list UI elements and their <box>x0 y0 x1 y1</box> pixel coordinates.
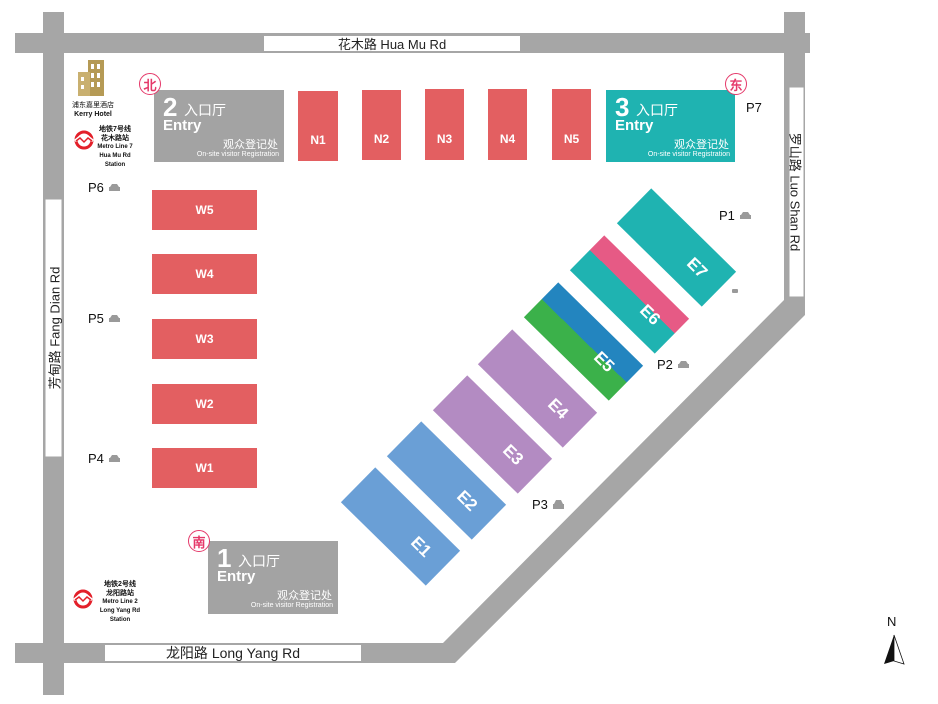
registration-en: On-site visitor Registration <box>250 602 333 609</box>
hall-n5[interactable]: N5 <box>552 89 591 160</box>
car-icon <box>108 315 120 322</box>
car-icon <box>552 500 564 509</box>
metro-south-en2: Long Yang Rd Station <box>99 608 141 623</box>
registration-zh: 观众登记处 <box>223 139 278 151</box>
direction-badge-east: 东 <box>725 73 747 95</box>
entry-3[interactable]: 3 入口厅 Entry 观众登记处 On-site visitor Regist… <box>606 90 735 162</box>
parking-p1[interactable]: P1 <box>719 208 752 223</box>
hall-n3[interactable]: N3 <box>425 89 464 160</box>
entry-zh: 入口厅 <box>238 553 280 569</box>
parking-label: P1 <box>719 208 735 223</box>
parking-label: P5 <box>88 311 104 326</box>
parking-label: P2 <box>657 357 673 372</box>
metro-south-en1: Metro Line 2 <box>102 599 138 605</box>
direction-badge-north: 北 <box>139 73 161 95</box>
metro-icon <box>74 130 94 150</box>
registration-zh: 观众登记处 <box>674 139 729 151</box>
entry-zh: 入口厅 <box>636 102 678 118</box>
entry-zh: 入口厅 <box>184 102 226 118</box>
registration-en: On-site visitor Registration <box>647 151 730 158</box>
metro-north-label: 地铁7号线 花木路站 Metro Line 7 Hua Mu Rd Statio… <box>90 125 140 170</box>
entry-2[interactable]: 2 入口厅 Entry 观众登记处 On-site visitor Regist… <box>154 90 284 162</box>
metro-north-zh2: 花木路站 <box>101 135 129 142</box>
car-icon <box>677 361 689 368</box>
hall-n4[interactable]: N4 <box>488 89 527 160</box>
hall-w1[interactable]: W1 <box>152 448 257 488</box>
hotel-name-en: Kerry Hotel <box>74 111 112 118</box>
parking-p5[interactable]: P5 <box>88 311 121 326</box>
road-label-north: 花木路 Hua Mu Rd <box>264 36 520 52</box>
parking-label: P6 <box>88 180 104 195</box>
north-arrow-icon <box>884 634 905 665</box>
road-label-east: 罗山路 Luo Shan Rd <box>788 87 804 297</box>
hall-w3[interactable]: W3 <box>152 319 257 359</box>
parking-p2[interactable]: P2 <box>657 357 690 372</box>
entry-number: 3 <box>615 92 630 122</box>
metro-south-label: 地铁2号线 龙阳路站 Metro Line 2 Long Yang Rd Sta… <box>90 580 150 625</box>
hall-n1[interactable]: N1 <box>298 91 338 161</box>
hall-w5[interactable]: W5 <box>152 190 257 230</box>
metro-south-zh1: 地铁2号线 <box>104 581 136 588</box>
entry-1[interactable]: 1 入口厅 Entry 观众登记处 On-site visitor Regist… <box>208 541 338 614</box>
parking-label: P7 <box>746 100 762 115</box>
metro-south-zh2: 龙阳路站 <box>106 590 134 597</box>
hall-w2[interactable]: W2 <box>152 384 257 424</box>
parking-label: P3 <box>532 497 548 512</box>
parking-p6[interactable]: P6 <box>88 180 121 195</box>
parking-p3[interactable]: P3 <box>532 497 565 512</box>
entry-en: Entry <box>163 117 202 134</box>
direction-badge-south: 南 <box>188 530 210 552</box>
metro-north-zh1: 地铁7号线 <box>99 126 131 133</box>
entry-en: Entry <box>615 117 654 134</box>
metro-north-en2: Hua Mu Rd Station <box>99 153 131 168</box>
car-icon <box>732 289 738 293</box>
registration-en: On-site visitor Registration <box>196 151 279 158</box>
entry-en: Entry <box>217 568 256 585</box>
road-label-south: 龙阳路 Long Yang Rd <box>105 645 361 661</box>
hall-w4[interactable]: W4 <box>152 254 257 294</box>
hotel-name-zh: 浦东嘉里酒店 <box>72 102 114 109</box>
metro-north-en1: Metro Line 7 <box>97 144 133 150</box>
car-icon <box>108 184 120 191</box>
parking-label: P4 <box>88 451 104 466</box>
hall-n2[interactable]: N2 <box>362 90 401 160</box>
entry-number: 1 <box>217 543 232 573</box>
parking-p4[interactable]: P4 <box>88 451 121 466</box>
car-icon <box>108 455 120 462</box>
car-icon <box>739 212 751 219</box>
road-label-west: 芳甸路 Fang Dian Rd <box>45 199 62 457</box>
compass-label: N <box>887 614 897 629</box>
entry-number: 2 <box>163 92 178 122</box>
parking-p7[interactable]: P7 <box>746 100 762 115</box>
metro-icon <box>73 589 93 609</box>
hotel-icon <box>78 60 104 96</box>
registration-zh: 观众登记处 <box>277 590 332 602</box>
